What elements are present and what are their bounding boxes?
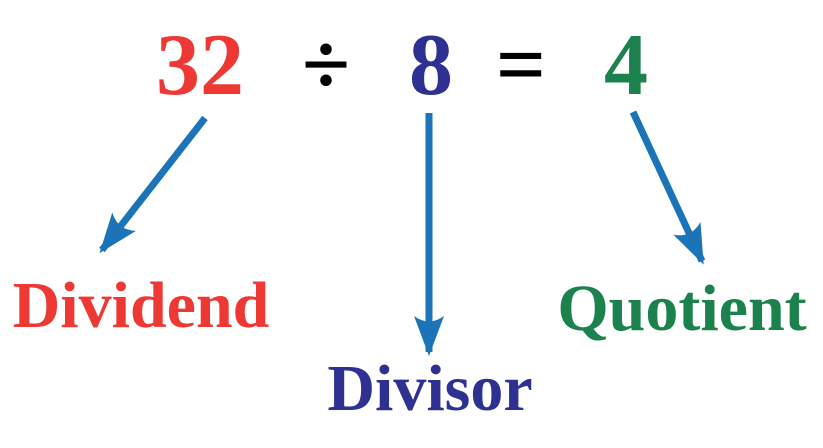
division-sign: ÷ <box>301 17 351 114</box>
divisor-number: 8 <box>409 17 453 114</box>
arrow-dividend <box>99 115 208 254</box>
arrow-quotient <box>629 110 706 265</box>
quotient-number: 4 <box>604 17 648 114</box>
dividend-number: 32 <box>156 17 244 114</box>
equals-sign: = <box>495 17 547 114</box>
quotient-label: Quotient <box>557 272 807 345</box>
dividend-label: Dividend <box>12 269 270 342</box>
divisor-label: Divisor <box>327 352 533 425</box>
